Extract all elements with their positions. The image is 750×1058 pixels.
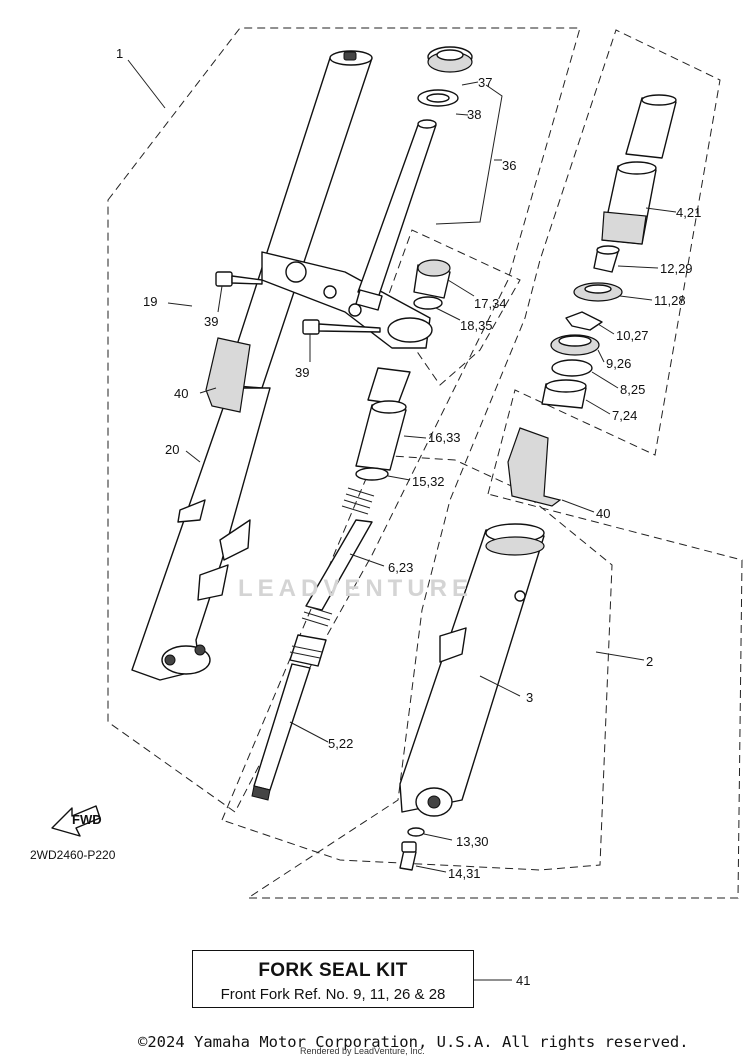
callout-labels: 1 37 38 36 4,21 12,29 17,34 11,28 18,35 …	[116, 46, 701, 988]
callout-38: 38	[467, 107, 481, 122]
bolt-39-upper	[215, 271, 263, 287]
fork-guard-40-right	[507, 427, 562, 507]
kit-description: Front Fork Ref. No. 9, 11, 26 & 28	[220, 986, 446, 1003]
callout-36: 36	[502, 158, 516, 173]
callout-11-28: 11,28	[654, 293, 686, 308]
callout-15-32: 15,32	[412, 474, 445, 489]
kit-title: FORK SEAL KIT	[258, 960, 408, 981]
damper-rod-36	[355, 119, 437, 311]
guide-bushing-7-24	[541, 379, 587, 409]
callout-10-27: 10,27	[616, 328, 649, 343]
fork-seal-kit-box[interactable]: FORK SEAL KIT Front Fork Ref. No. 9, 11,…	[192, 950, 474, 1008]
callout-40-right: 40	[596, 506, 610, 521]
callout-5-22: 5,22	[328, 736, 353, 751]
callout-2: 2	[646, 654, 653, 669]
callout-19: 19	[143, 294, 157, 309]
bolt-14-31	[399, 841, 417, 871]
cap-bolt-37	[427, 46, 473, 73]
piston-12-29	[593, 245, 620, 273]
diagram-code: 2WD2460-P220	[30, 848, 116, 862]
watermark-text: LEADVENTURE	[238, 575, 474, 602]
rendered-by-note: Rendered by LeadVenture, Inc.	[300, 1046, 425, 1056]
outer-tube-20	[131, 387, 271, 681]
callout-20: 20	[165, 442, 179, 457]
assembly-1-outline	[107, 27, 581, 813]
callout-12-29: 12,29	[660, 261, 693, 276]
cap-group-outline	[384, 229, 521, 386]
damper-rod-5-22	[251, 634, 327, 801]
callout-40-left: 40	[174, 386, 188, 401]
callout-14-31: 14,31	[448, 866, 481, 881]
fwd-label: FWD	[72, 812, 102, 827]
callout-13-30: 13,30	[456, 834, 489, 849]
washer-13-30	[407, 827, 425, 837]
callout-16-33: 16,33	[428, 430, 461, 445]
fork-spring-6-23	[301, 487, 375, 627]
cap-bolt-17-34	[413, 259, 451, 299]
spacer-16-33	[355, 367, 411, 471]
fwd-arrow-icon: FWD	[51, 805, 102, 837]
dust-seal-9-26	[550, 334, 600, 356]
assembly-2-outline	[246, 29, 743, 899]
o-ring-18-35	[413, 296, 443, 310]
callout-17-34: 17,34	[474, 296, 507, 311]
washer-38	[417, 89, 459, 107]
outer-tube-3	[399, 523, 545, 817]
slide-bushing-4-21	[625, 94, 677, 159]
slide-bushing-4-21b	[601, 161, 657, 245]
callout-3: 3	[526, 690, 533, 705]
callout-37: 37	[478, 75, 492, 90]
callout-41: 41	[516, 973, 530, 988]
fork-guard-40-left	[205, 337, 251, 413]
callout-39-upper: 39	[204, 314, 218, 329]
inner-tube-19	[223, 57, 373, 389]
leader-lines	[127, 59, 677, 981]
clip-10-27	[565, 311, 603, 331]
callout-39-lower: 39	[295, 365, 309, 380]
washer-8-25	[551, 359, 593, 377]
left-fork-assembly	[131, 50, 433, 681]
callout-8-25: 8,25	[620, 382, 645, 397]
callout-9-26: 9,26	[606, 356, 631, 371]
callout-1: 1	[116, 46, 123, 61]
oil-seal-11-28	[573, 282, 623, 302]
callout-6-23: 6,23	[388, 560, 413, 575]
washer-15-32	[355, 467, 389, 481]
callout-4-21: 4,21	[676, 205, 701, 220]
copyright-notice: ©2024 Yamaha Motor Corporation, U.S.A. A…	[138, 1033, 689, 1051]
callout-7-24: 7,24	[612, 408, 637, 423]
bolt-39-lower	[302, 319, 381, 335]
callout-18-35: 18,35	[460, 318, 493, 333]
